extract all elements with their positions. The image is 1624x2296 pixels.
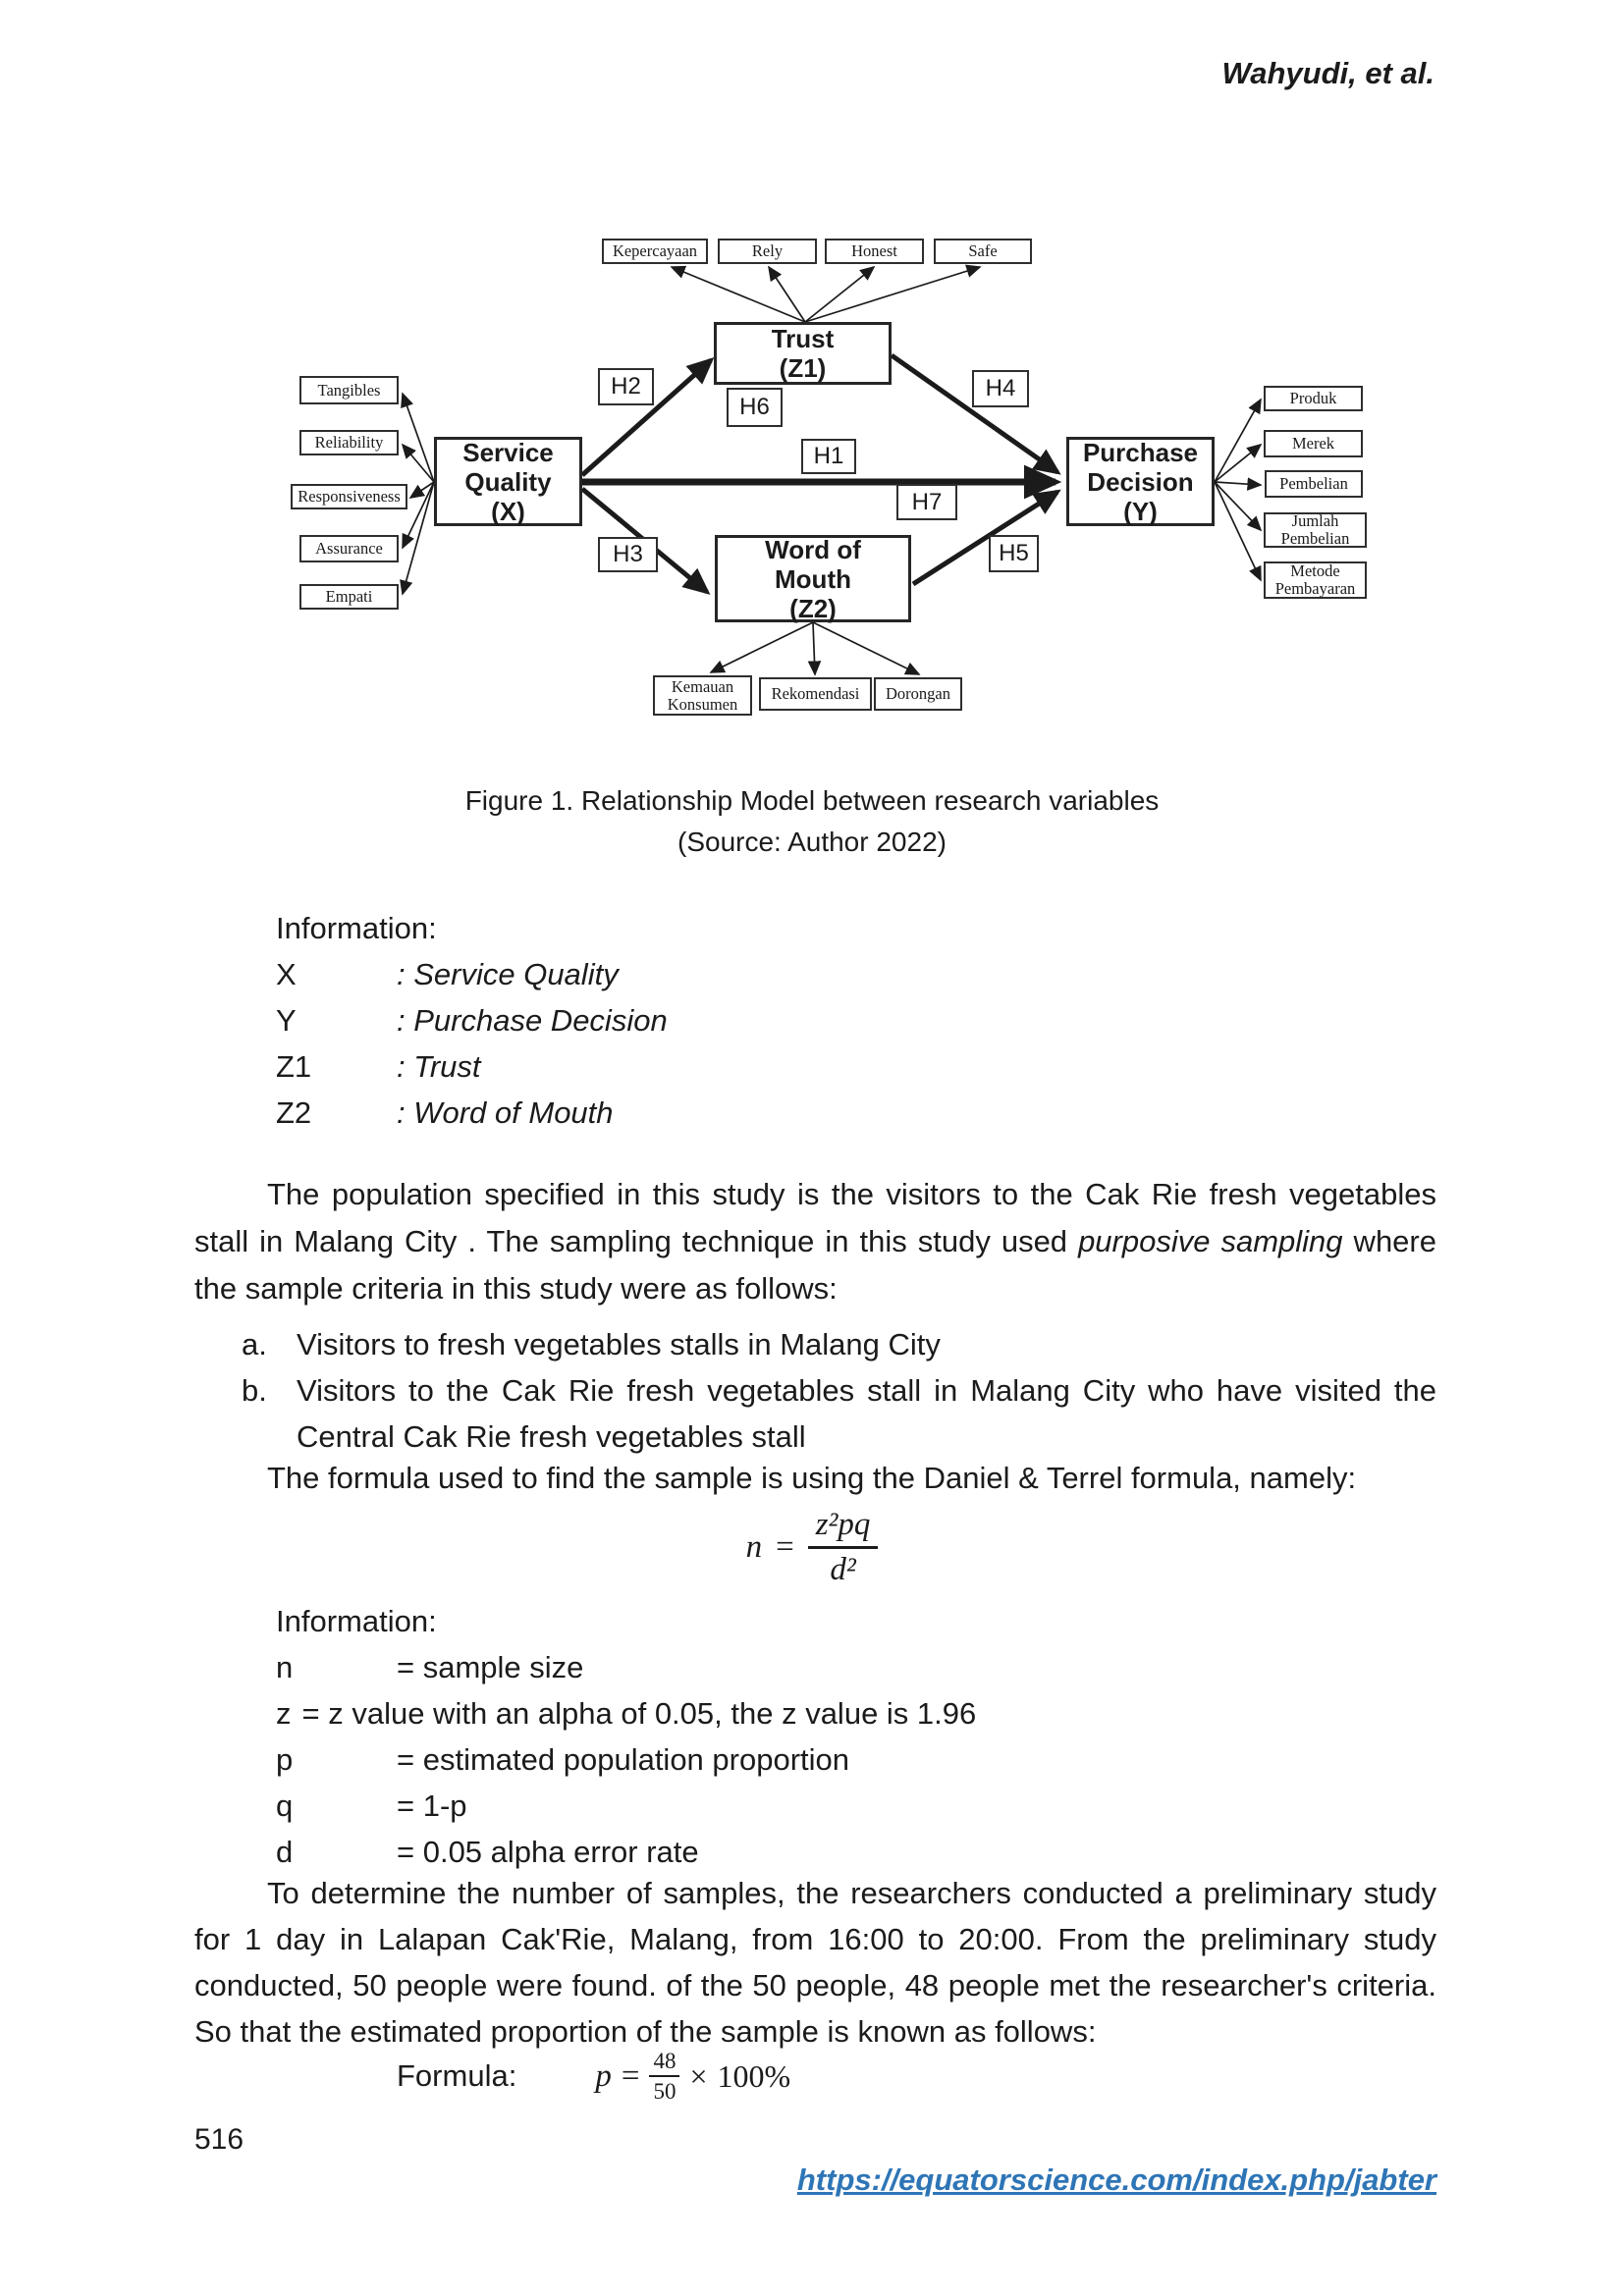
indicator-safe: Safe bbox=[934, 239, 1032, 264]
info-key: z bbox=[276, 1696, 292, 1731]
hypothesis-h1: H1 bbox=[801, 439, 856, 474]
indicator-responsiveness: Responsiveness bbox=[291, 484, 407, 509]
header-author: Wahyudi, et al. bbox=[1221, 56, 1435, 90]
information1-row-x: X : Service Quality bbox=[276, 951, 668, 997]
list-item-a: a. Visitors to fresh vegetables stalls i… bbox=[242, 1321, 1436, 1367]
info-key: n bbox=[276, 1650, 294, 1684]
indicator-rely: Rely bbox=[718, 239, 817, 264]
information2-title: Information: bbox=[276, 1604, 437, 1638]
information2-row-z: z = z value with an alpha of 0.05, the z … bbox=[276, 1690, 976, 1736]
formula-label: Formula: bbox=[397, 2058, 517, 2093]
list-text: Visitors to fresh vegetables stalls in M… bbox=[297, 1327, 941, 1362]
formula-times: × bbox=[689, 2057, 708, 2094]
formula-denominator: 50 bbox=[653, 2078, 677, 2104]
indicator-honest: Honest bbox=[825, 239, 924, 264]
indicator-metode-pembayaran: Metode Pembayaran bbox=[1264, 561, 1367, 599]
info-value: : Word of Mouth bbox=[397, 1095, 614, 1130]
information2-row-q: q = 1-p bbox=[276, 1783, 976, 1829]
indicator-reliability: Reliability bbox=[299, 430, 399, 455]
indicator-empati: Empati bbox=[299, 584, 399, 610]
formula-lhs: p bbox=[595, 2057, 612, 2094]
formula-numerator: z²pq bbox=[807, 1507, 879, 1549]
hypothesis-h5: H5 bbox=[989, 535, 1039, 572]
info-value: = estimated population proportion bbox=[397, 1742, 850, 1777]
list-item-b: b. Visitors to the Cak Rie fresh vegetab… bbox=[242, 1367, 1436, 1460]
formula-fraction: 48 50 bbox=[649, 2049, 680, 2104]
indicator-kemauan-konsumen: Kemauan Konsumen bbox=[653, 675, 752, 716]
info-value: = 1-p bbox=[397, 1789, 467, 1823]
info-key: p bbox=[276, 1742, 294, 1777]
information2-row-d: d = 0.05 alpha error rate bbox=[276, 1829, 976, 1875]
formula-sample-size: n = z²pq d² bbox=[0, 1507, 1624, 1588]
paragraph-text: where the sample criteria in this study … bbox=[194, 1224, 1436, 1306]
formula-equals: = bbox=[621, 2057, 640, 2094]
formula-fraction: z²pq d² bbox=[807, 1507, 879, 1588]
info-key: Z2 bbox=[276, 1095, 312, 1130]
information1-row-y: Y : Purchase Decision bbox=[276, 997, 668, 1043]
indicator-merek: Merek bbox=[1264, 430, 1363, 457]
information-block-2: Information: n = sample size z = z value w… bbox=[276, 1598, 976, 1875]
info-key: q bbox=[276, 1789, 294, 1823]
hypothesis-h2: H2 bbox=[598, 368, 654, 405]
paragraph-text: The population specified in this study i… bbox=[194, 1177, 1436, 1258]
information1-row-z1: Z1 : Trust bbox=[276, 1043, 668, 1090]
information2-row-p: p = estimated population proportion bbox=[276, 1736, 976, 1783]
info-key: X bbox=[276, 957, 297, 991]
indicator-pembelian: Pembelian bbox=[1265, 470, 1363, 498]
list-text: Visitors to the Cak Rie fresh vegetables… bbox=[297, 1373, 1436, 1454]
indicator-kepercayaan: Kepercayaan bbox=[602, 239, 708, 264]
node-trust: Trust (Z1) bbox=[714, 322, 892, 385]
info-key: Z1 bbox=[276, 1049, 312, 1084]
info-value: : Service Quality bbox=[397, 957, 619, 991]
figure-caption-line2: (Source: Author 2022) bbox=[677, 827, 947, 857]
info-key: d bbox=[276, 1835, 294, 1869]
hypothesis-h7: H7 bbox=[896, 484, 957, 520]
information1-row-z2: Z2 : Word of Mouth bbox=[276, 1090, 668, 1136]
paragraph-italic-text: purposive sampling bbox=[1078, 1224, 1343, 1258]
figure-diagram: Trust (Z1) Service Quality (X) Purchase … bbox=[291, 239, 1371, 716]
diagram-arrows bbox=[400, 264, 1263, 676]
indicator-tangibles: Tangibles bbox=[299, 376, 399, 404]
information2-row-n: n = sample size bbox=[276, 1644, 976, 1690]
formula-denominator: d² bbox=[830, 1552, 856, 1587]
formula-equals: = bbox=[776, 1529, 794, 1565]
paragraph-samples: To determine the number of samples, the … bbox=[194, 1876, 1436, 2049]
list-marker: a. bbox=[242, 1327, 267, 1362]
info-value: = sample size bbox=[397, 1650, 584, 1684]
info-value: = 0.05 alpha error rate bbox=[397, 1835, 699, 1869]
info-value: : Purchase Decision bbox=[397, 1003, 668, 1038]
formula-numerator: 48 bbox=[649, 2049, 680, 2077]
node-purchase-decision: Purchase Decision (Y) bbox=[1066, 437, 1215, 526]
formula-lhs: n bbox=[745, 1529, 763, 1565]
paragraph-population: The population specified in this study i… bbox=[194, 1171, 1436, 1312]
figure-caption: Figure 1. Relationship Model between res… bbox=[0, 780, 1624, 863]
hypothesis-h3: H3 bbox=[598, 537, 658, 572]
hypothesis-h6: H6 bbox=[727, 388, 783, 427]
indicator-produk: Produk bbox=[1264, 386, 1363, 411]
hypothesis-h4: H4 bbox=[972, 370, 1029, 407]
node-word-of-mouth: Word of Mouth (Z2) bbox=[715, 535, 911, 623]
figure-caption-line1: Figure 1. Relationship Model between res… bbox=[464, 785, 1160, 816]
formula-intro: The formula used to find the sample is u… bbox=[267, 1461, 1357, 1495]
indicator-assurance: Assurance bbox=[299, 535, 399, 562]
indicator-jumlah-pembelian: Jumlah Pembelian bbox=[1264, 512, 1367, 548]
indicator-dorongan: Dorongan bbox=[874, 677, 962, 711]
criteria-list: a. Visitors to fresh vegetables stalls i… bbox=[242, 1321, 1436, 1460]
formula-proportion: Formula: p = 48 50 × 100% bbox=[397, 2045, 790, 2108]
information-block-1: Information: X : Service Quality Y : Purch… bbox=[276, 905, 668, 1136]
page-number: 516 bbox=[194, 2123, 244, 2156]
info-key: Y bbox=[276, 1003, 297, 1038]
formula-result: 100% bbox=[717, 2057, 791, 2094]
node-service-quality: Service Quality (X) bbox=[434, 437, 582, 526]
info-value: : Trust bbox=[397, 1049, 481, 1084]
journal-link[interactable]: https://equatorscience.com/index.php/jab… bbox=[796, 2163, 1436, 2197]
list-marker: b. bbox=[242, 1373, 267, 1408]
indicator-rekomendasi: Rekomendasi bbox=[759, 677, 872, 711]
information1-title: Information: bbox=[276, 911, 437, 945]
info-value: = z value with an alpha of 0.05, the z v… bbox=[301, 1696, 977, 1731]
